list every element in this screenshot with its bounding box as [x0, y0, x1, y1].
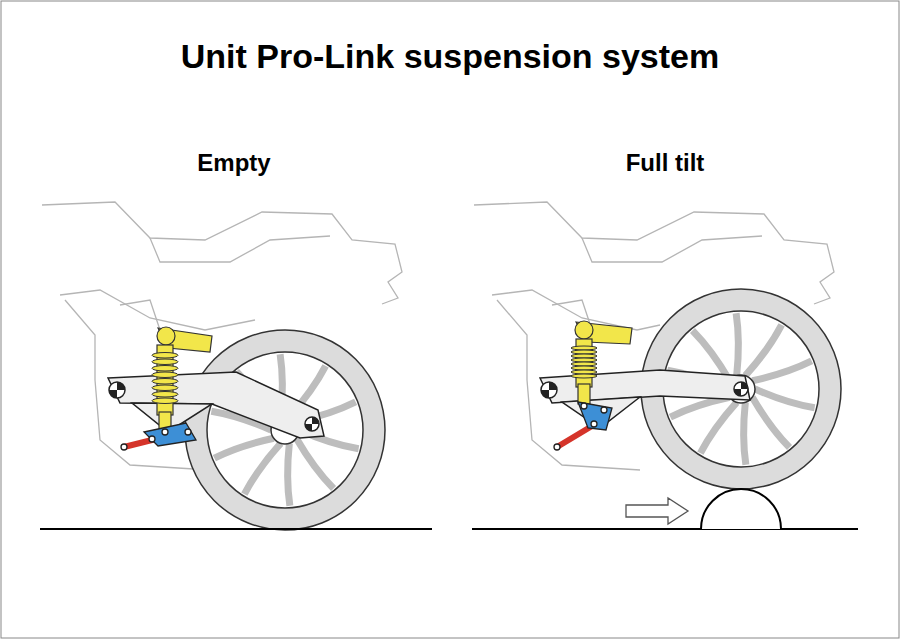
wheel-spoke: [752, 397, 789, 447]
wheel-spoke: [736, 313, 738, 376]
wheel-spoke: [244, 443, 280, 494]
spring-coil: [571, 366, 597, 370]
ground-line: [40, 528, 432, 530]
shock-absorber: [571, 321, 632, 404]
swingarm: [540, 370, 750, 428]
spring-coil: [571, 362, 597, 366]
pro-link-linkage: [121, 423, 196, 450]
shock-absorber: [152, 327, 212, 434]
spring-coil: [152, 353, 178, 359]
ground-line: [472, 528, 858, 530]
wheel-spoke: [670, 397, 729, 417]
spring-coil: [152, 359, 178, 365]
panel-heading: Empty: [197, 150, 270, 176]
spring-coil: [152, 372, 178, 378]
bump: [701, 489, 781, 529]
wheel-spoke: [296, 438, 333, 488]
spring-coil: [571, 346, 597, 350]
spring-coil: [152, 379, 178, 385]
wheel-spoke: [752, 361, 811, 381]
diagram-title: Unit Pro-Link suspension system: [181, 38, 719, 75]
wheel-spoke: [288, 443, 290, 506]
swingarm: [108, 372, 324, 438]
spring-coil: [152, 385, 178, 391]
wheel-spoke: [745, 325, 781, 376]
spring-coil: [571, 370, 597, 374]
panel-heading: Full tilt: [626, 150, 705, 176]
spring-coil: [571, 350, 597, 354]
spring-coil: [571, 354, 597, 358]
spring-coil: [152, 398, 178, 404]
spring-coil: [571, 358, 597, 362]
wheel-spoke: [744, 402, 746, 465]
spring-coil: [571, 374, 597, 378]
wheel-spoke: [755, 389, 815, 408]
full-tilt-panel: [472, 202, 858, 529]
direction-arrow: [626, 498, 688, 524]
spring-coil: [152, 392, 178, 398]
pro-link-linkage: [554, 402, 612, 450]
wheel-spoke: [700, 402, 736, 453]
empty-panel: [40, 202, 432, 530]
wheel-spoke: [214, 438, 273, 458]
spring-coil: [152, 366, 178, 372]
